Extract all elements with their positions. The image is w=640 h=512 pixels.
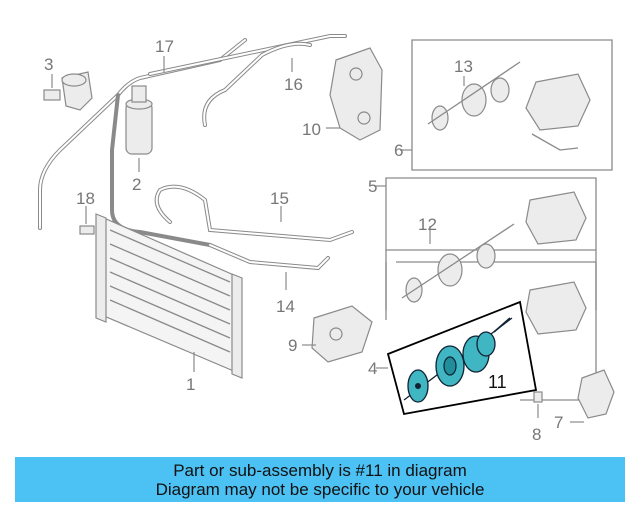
part-7-drawing (570, 369, 615, 423)
part-8-drawing (533, 391, 543, 418)
label-6: 6 (394, 141, 403, 160)
part-1-drawing (95, 213, 243, 379)
part-10-drawing (326, 47, 383, 141)
part-2-drawing (125, 85, 153, 172)
label-3: 3 (44, 55, 53, 74)
parts-diagram: 3 2 17 16 10 18 15 (38, 34, 615, 444)
label-1: 1 (186, 375, 195, 394)
box-6 (411, 39, 613, 171)
pipe-16-drawing (202, 41, 312, 127)
label-12: 12 (418, 215, 437, 234)
label-18: 18 (76, 189, 95, 208)
label-17: 17 (155, 37, 174, 56)
label-8: 8 (532, 425, 541, 444)
label-2: 2 (132, 175, 141, 194)
label-9: 9 (288, 336, 297, 355)
banner-line-1: Part or sub-assembly is #11 in diagram (173, 460, 467, 480)
part-11-clutch-assembly (403, 317, 513, 403)
pipe-14-drawing (208, 243, 330, 290)
label-5: 5 (368, 177, 377, 196)
label-10: 10 (302, 120, 321, 139)
label-7: 7 (554, 413, 563, 432)
banner-line-2: Diagram may not be specific to your vehi… (155, 479, 485, 499)
part-12-clutch-drawing (401, 223, 515, 303)
label-15: 15 (270, 189, 289, 208)
part-12-drawing (525, 191, 587, 245)
label-14: 14 (276, 297, 295, 316)
pipe-17-drawing (38, 34, 347, 247)
part-18-drawing (79, 206, 95, 235)
pipe-15-drawing (154, 184, 354, 243)
label-11: 11 (488, 372, 507, 392)
part-13-drawing (427, 61, 591, 151)
label-13: 13 (454, 57, 473, 76)
label-4: 4 (368, 359, 377, 378)
part-4-compressor-drawing (525, 281, 587, 335)
label-16: 16 (284, 75, 303, 94)
info-banner: Part or sub-assembly is #11 in diagram D… (15, 457, 625, 502)
part-9-drawing (302, 305, 373, 363)
part-3-drawing (43, 71, 93, 111)
box-11-highlight (386, 300, 538, 416)
